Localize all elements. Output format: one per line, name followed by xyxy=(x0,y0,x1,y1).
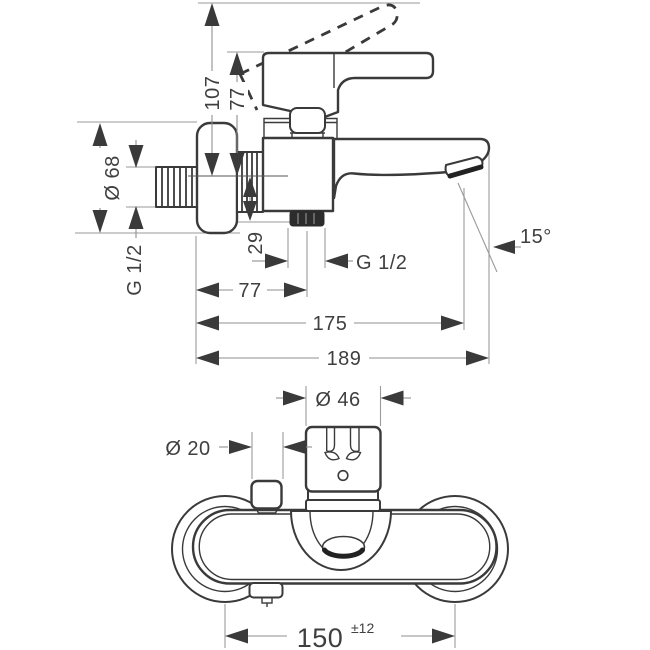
dim-label-inlet-thread: G 1/2 xyxy=(124,244,146,295)
dim-label-outlet-offset: 77 xyxy=(238,280,261,302)
faucet-bottom-profile xyxy=(171,425,509,607)
aerator-tip xyxy=(444,156,484,179)
bottom-view-dimension-arrows xyxy=(225,390,455,644)
body-collar xyxy=(263,117,338,139)
bottom-view: Ø 46 Ø 20 150 ±12 xyxy=(165,386,509,650)
dim-label-outlet-drop: 29 xyxy=(245,231,267,254)
dim-label-height-open: 107 xyxy=(202,76,224,111)
shower-outlet xyxy=(289,210,325,227)
inlet-thread xyxy=(155,166,198,208)
aerator-bottom xyxy=(321,535,366,559)
mixer-body xyxy=(261,136,335,213)
dim-label-lever-height: 77 xyxy=(227,87,249,110)
side-view-dimension-labels: 107 77 Ø 68 G 1/2 29 77 G 1/2 175 189 15… xyxy=(94,71,552,370)
dim-label-handle-width: Ø 46 xyxy=(315,389,360,411)
side-view: 107 77 Ø 68 G 1/2 29 77 G 1/2 175 189 15… xyxy=(75,2,552,370)
dim-label-knob-diameter: Ø 20 xyxy=(165,438,210,460)
bottom-view-dimension-labels: Ø 46 Ø 20 150 ±12 xyxy=(165,389,399,650)
dim-label-total-projection: 189 xyxy=(327,348,362,370)
lever-handle xyxy=(261,51,435,120)
cartridge-cap xyxy=(289,107,326,138)
handle-open-position-dashed-edge xyxy=(238,73,259,111)
mixer-body-inner-contour xyxy=(198,513,491,581)
spout xyxy=(332,137,491,200)
dim-label-spout-angle: 15° xyxy=(520,226,552,248)
dim-label-connection-tolerance: ±12 xyxy=(351,620,374,636)
bottom-view-extension-lines xyxy=(224,386,456,648)
dim-label-escutcheon-diameter: Ø 68 xyxy=(102,155,124,200)
bottom-view-dimension-lines xyxy=(219,397,432,637)
handle-screw-hole xyxy=(337,469,349,482)
handle-top xyxy=(304,425,382,493)
side-view-extension-lines xyxy=(75,2,498,364)
handle-skirt-lower xyxy=(305,499,381,512)
dim-label-outlet-thread: G 1/2 xyxy=(356,252,407,274)
dim-label-spout-reach: 175 xyxy=(313,313,348,335)
diverter-knob xyxy=(250,479,283,514)
side-view-dimension-arrows xyxy=(92,3,515,366)
wall-escutcheon xyxy=(195,121,239,235)
hose-outlet-bottom xyxy=(248,582,284,607)
dim-label-connection-centres: 150 xyxy=(297,623,344,650)
handle-lever-slot xyxy=(324,428,362,461)
faucet-side-profile xyxy=(155,51,491,235)
